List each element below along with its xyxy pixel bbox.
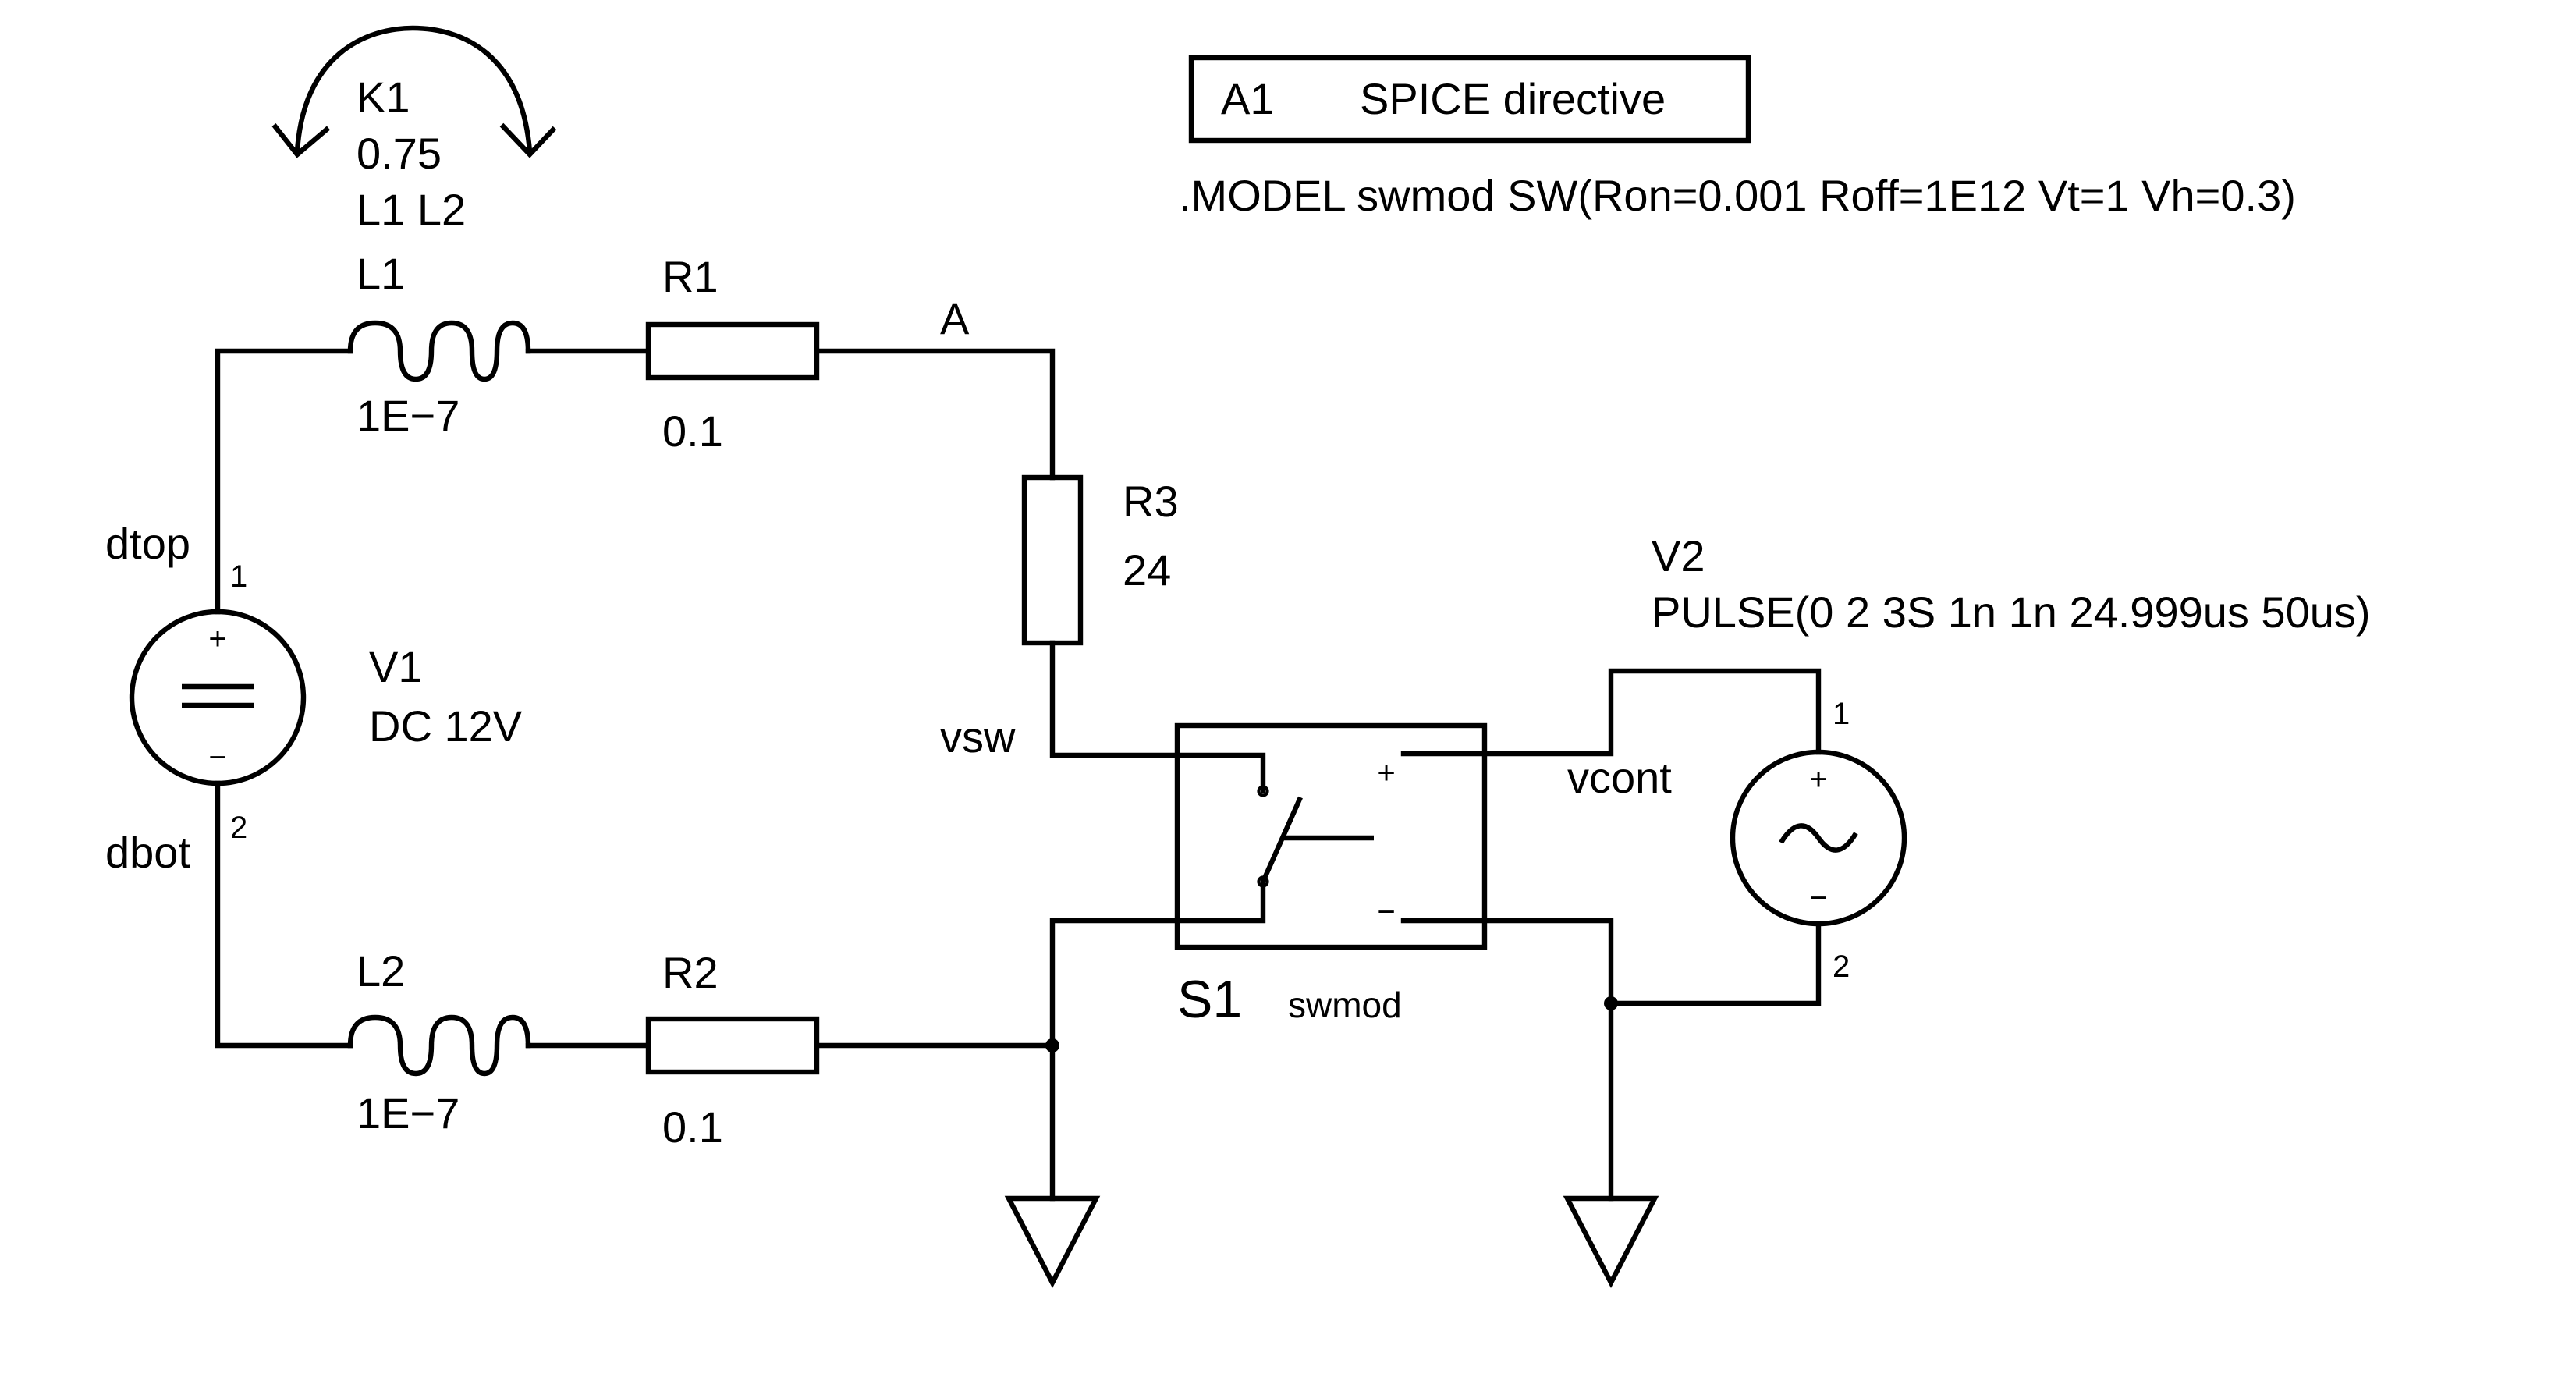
wire-vsw [1049,640,1266,794]
k1-name: K1 [357,73,410,122]
pulse-source-v2 [1730,749,1907,927]
r3-value: 24 [1123,545,1171,595]
v1-pin-2: 2 [230,811,247,845]
junction-dot [1045,1038,1059,1052]
wire-dtop [215,348,353,615]
v2-pin-2: 2 [1833,950,1850,984]
wire-sw-minus [1400,918,1614,1202]
directive-box [1188,55,1751,144]
a1-kind: SPICE directive [1360,74,1666,123]
resistor-r2 [645,1016,820,1075]
v2-name: V2 [1652,531,1705,580]
v2-plus-sign: + [1809,762,1827,797]
net-label-dbot: dbot [105,828,190,877]
v1-name: V1 [369,642,423,691]
r3-name: R3 [1123,477,1179,526]
r2-value: 0.1 [662,1102,723,1152]
wire-sw-gnd [1049,879,1266,1202]
junction-dot [1604,996,1618,1010]
net-label-vsw: vsw [940,712,1016,761]
dc-source-v1 [129,609,307,786]
resistor-r1 [645,321,820,381]
wires [215,348,1822,1202]
spice-model-directive: .MODEL swmod SW(Ron=0.001 Roff=1E12 Vt=1… [1179,171,2296,220]
v2-minus-sign: − [1809,881,1827,915]
ground-symbol-right [1563,1195,1659,1288]
r1-value: 0.1 [662,406,723,456]
k1-inductors: L1 L2 [357,185,466,234]
inductor-l2 [347,1014,531,1077]
l1-value: 1E−7 [357,391,459,440]
net-label-vcont: vcont [1567,753,1672,802]
s1-plus-sign: + [1377,756,1395,790]
s1-minus-sign: − [1377,895,1395,929]
s1-model: swmod [1288,985,1402,1025]
wire-vcont [1400,668,1822,757]
net-label-dtop: dtop [105,519,190,568]
v1-minus-sign: − [208,740,226,775]
v1-value: DC 12V [369,701,523,751]
ground-symbol-left [1004,1195,1101,1288]
a1-name: A1 [1221,74,1275,123]
resistor-r3 [1021,474,1084,646]
coupling-arrow-icon [271,25,557,158]
wire-dbot [215,780,353,1049]
v2-value: PULSE(0 2 3S 1n 1n 24.999us 50us) [1652,587,2371,637]
s1-name: S1 [1177,970,1242,1029]
l2-name: L2 [357,946,405,996]
wire-v2-bottom [1608,921,1822,1006]
switch-s1 [1174,722,1488,950]
wire-node-a [814,348,1056,481]
inductor-l1 [347,320,531,382]
net-label-a: A [940,294,970,343]
l2-value: 1E−7 [357,1088,459,1138]
r1-name: R1 [662,252,719,301]
l1-name: L1 [357,249,405,298]
v1-plus-sign: + [208,622,226,656]
k1-value: 0.75 [357,129,442,178]
v1-pin-1: 1 [230,559,247,594]
v2-pin-1: 1 [1833,697,1850,731]
r2-name: R2 [662,948,719,997]
labels: K1 0.75 L1 L2 L1 1E−7 L2 1E−7 R1 0.1 R2 … [105,73,2371,1152]
